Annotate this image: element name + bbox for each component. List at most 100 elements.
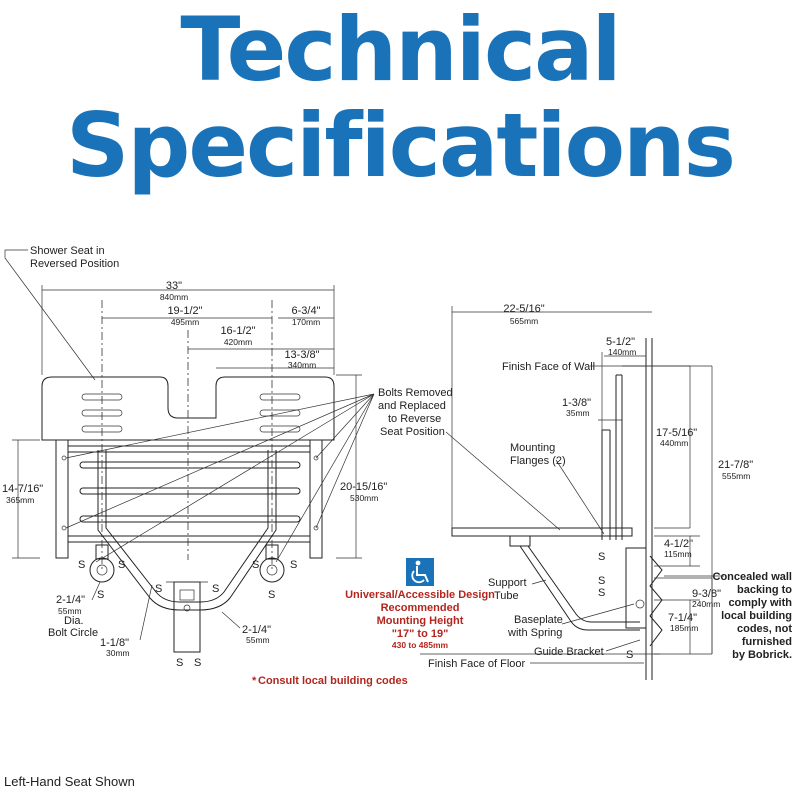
s-mark: S [176, 657, 183, 669]
title-line-2: Specifications [65, 94, 736, 197]
dim-1-mm: 30mm [106, 648, 130, 658]
seat-slat [79, 515, 301, 523]
bolts-note-3: to Reverse [388, 413, 441, 425]
bolt-circle-1: Dia. [64, 615, 84, 627]
dim-5-mm: 140mm [608, 347, 636, 357]
seat-slat [79, 487, 301, 495]
ada-line-1: Universal/Accessible Design [345, 589, 495, 601]
support-label-1: Support [488, 577, 527, 589]
dim-33 [41, 285, 335, 375]
support-tube [97, 450, 277, 611]
dim-1b-in: 1-3/8" [562, 397, 591, 409]
seat-slat [79, 461, 301, 469]
reversed-seat-outline [41, 376, 335, 441]
note-text: Consult local building codes [258, 675, 408, 687]
dim-17-mm: 440mm [660, 438, 688, 448]
dim-19-in: 19-1/2" [167, 305, 202, 317]
guide-bracket-front [173, 581, 201, 653]
reversed-label-2: Reversed Position [30, 258, 119, 270]
dim-6-in: 6-3/4" [292, 305, 321, 317]
dim-9-in: 9-3/8" [692, 588, 721, 600]
s-mark: S [155, 583, 162, 595]
s-mark: S [268, 589, 275, 601]
dim-2b-mm: 55mm [246, 635, 270, 645]
reversed-leader [4, 249, 96, 381]
bolts-note-2: and Replaced [378, 400, 446, 412]
support-tube-inner [105, 450, 269, 603]
ada-line-3: Mounting Height [377, 615, 464, 627]
dim-33-mm: 840mm [160, 292, 188, 302]
s-mark: S [290, 559, 297, 571]
dim-20 [336, 374, 362, 559]
floor-label: Finish Face of Floor [428, 658, 526, 670]
dim-2-in: 2-1/4" [56, 594, 85, 606]
seat-back [601, 429, 611, 540]
seat-side [451, 527, 633, 537]
dim-21-in: 21-7/8" [718, 459, 753, 471]
dim-33-in: 33" [166, 280, 182, 292]
dim-5-in: 5-1/2" [606, 336, 635, 348]
baseplate-right [259, 557, 285, 583]
s-mark: S [598, 575, 605, 587]
dim-14-mm: 365mm [6, 495, 34, 505]
finish-wall-label: Finish Face of Wall [502, 361, 595, 373]
s-mark: S [252, 559, 259, 571]
dim-2b-in: 2-1/4" [242, 624, 271, 636]
dim-16-in: 16-1/2" [220, 325, 255, 337]
dim-17-in: 17-5/16" [656, 427, 697, 439]
s-mark: S [626, 649, 633, 661]
concealed-4: local building [721, 610, 792, 622]
dim-1-in: 1-1/8" [100, 637, 129, 649]
dim-19-mm: 495mm [171, 317, 199, 327]
concealed-5: codes, not [737, 623, 792, 635]
dim-14-in: 14-7/16" [2, 483, 43, 495]
support-tube-side [519, 545, 640, 631]
support-label-2: Tube [494, 590, 519, 602]
seat-frame-right [309, 439, 323, 559]
dim-20-mm: 530mm [350, 493, 378, 503]
s-mark: S [212, 583, 219, 595]
mounting-label-1: Mounting [510, 442, 555, 454]
ada-line-2: Recommended [381, 602, 460, 614]
concealed-7: by Bobrick. [732, 649, 792, 661]
dim-9-mm: 240mm [692, 599, 720, 609]
dim-20-in: 20-15/16" [340, 481, 387, 493]
dim-4-mm: 115mm [664, 549, 692, 559]
guide-label: Guide Bracket [534, 646, 604, 658]
seat-slat-top [68, 445, 310, 453]
wall [645, 338, 653, 680]
dim-7-in: 7-1/4" [668, 612, 697, 624]
note-star: * [252, 675, 257, 687]
title-line-1: Technical [180, 0, 621, 101]
center-lines [101, 300, 273, 570]
seat-slat-bottom [68, 535, 310, 543]
s-mark: S [97, 589, 104, 601]
ada-line-4: "17" to 19" [392, 628, 449, 640]
concealed-1: Concealed wall [713, 571, 792, 583]
bolt-circle-2: Bolt Circle [48, 627, 98, 639]
bolts-note-1: Bolts Removed [378, 387, 453, 399]
s-mark: S [78, 559, 85, 571]
dim-1b-mm: 35mm [566, 408, 590, 418]
side-view: 22-5/16" 565mm 5-1/2" 140mm 1-3/8" 35mm … [420, 303, 792, 680]
dim-7-mm: 185mm [670, 623, 698, 633]
dim-22 [451, 306, 652, 528]
dim-21 [622, 365, 713, 655]
dim-6-mm: 170mm [292, 317, 320, 327]
baseplate-label-2: with Spring [507, 627, 562, 639]
concealed-3: comply with [728, 597, 792, 609]
ada-block: Universal/Accessible Design Recommended … [345, 558, 495, 650]
dim-2-mm: 55mm [58, 606, 82, 616]
s-mark: S [194, 657, 201, 669]
dim-13-in: 13-3/8" [284, 349, 319, 361]
dim-13-mm: 340mm [288, 360, 316, 370]
bolts-note-4: Seat Position [380, 426, 445, 438]
dim-22-mm: 565mm [510, 316, 538, 326]
dim-22-in: 22-5/16" [503, 303, 544, 315]
bolts-leader-side [445, 431, 561, 531]
mounting-flange [615, 374, 623, 540]
s-mark: S [118, 559, 125, 571]
dim-16-mm: 420mm [224, 337, 252, 347]
s-mark: S [598, 587, 605, 599]
